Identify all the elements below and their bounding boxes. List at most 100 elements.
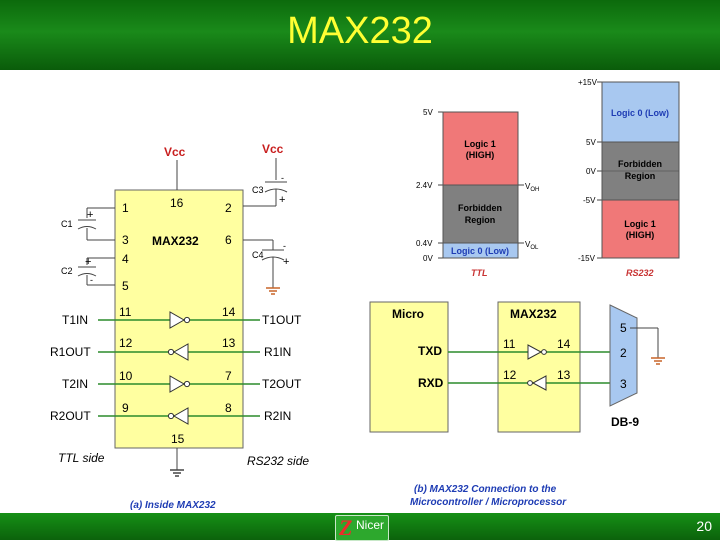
driver-buffer [169, 375, 186, 393]
ttl-forbidden-region [442, 184, 519, 244]
signal-label: T1OUT [262, 313, 302, 327]
pin-number: 13 [222, 336, 236, 350]
receiver-buffer-bubble [527, 380, 533, 386]
rs232-voltage-p5: 5V [586, 138, 596, 147]
logo-text: Nicer [356, 518, 385, 532]
rs232-axis-label: RS232 [626, 268, 654, 278]
max232-box-label: MAX232 [510, 307, 557, 321]
ttl-logic1-region [442, 111, 519, 186]
db9-label: DB-9 [611, 415, 639, 429]
pin-number: 16 [170, 196, 184, 210]
pin-number: 3 [122, 233, 129, 247]
driver-buffer-bubble [183, 316, 191, 324]
vcc-label: Vcc [164, 145, 186, 159]
caption-b: (b) MAX232 Connection to the [414, 484, 557, 495]
signal-label: R2IN [264, 409, 291, 423]
ttl-voltage-0-4v: 0.4V [416, 239, 433, 248]
pin-number: 4 [122, 252, 129, 266]
rxd-label: RXD [418, 376, 444, 390]
txd-label: TXD [418, 344, 442, 358]
pin-number: 14 [222, 305, 236, 319]
voh-label: VOH [525, 182, 539, 193]
c3-label: C3 [252, 185, 264, 195]
rs232-forbidden-text: Forbidden [618, 159, 662, 169]
c1-label: C1 [61, 219, 73, 229]
c4-minus: - [283, 241, 286, 251]
rs232-logic0-text: Logic 0 (Low) [611, 108, 669, 118]
c2-plate-curved [77, 273, 97, 277]
ttl-forbidden-text: Region [465, 215, 496, 225]
signal-label: R1OUT [50, 345, 91, 359]
pin-number: 7 [225, 369, 232, 383]
rs232-logic1-text: Logic 1 [624, 219, 656, 229]
c1-plus: + [87, 209, 93, 221]
pin-number: 11 [119, 305, 132, 319]
rs232-voltage-0: 0V [586, 167, 596, 176]
pin-number: 6 [225, 233, 232, 247]
chip-name: MAX232 [152, 234, 199, 248]
footer-logo: Z Nicer [335, 515, 389, 541]
slide-title: MAX232 [287, 10, 433, 52]
ttl-logic1-text: Logic 1 [464, 139, 496, 149]
ttl-axis-label: TTL [471, 268, 488, 278]
driver-buffer-bubble [541, 349, 547, 355]
pin-number: 12 [119, 336, 133, 350]
rs232-logic1-region [601, 199, 680, 259]
driver-buffer-bubble [183, 380, 191, 388]
ttl-logic0-text: Logic 0 (Low) [451, 246, 509, 256]
receiver-buffer-bubble [167, 348, 175, 356]
ttl-logic0-region [442, 242, 519, 259]
pin-number: 13 [557, 368, 571, 382]
c4-plus: + [283, 256, 289, 268]
ttl-voltage-2-4v: 2.4V [416, 181, 433, 190]
rs232-voltage-p15: +15V [578, 78, 598, 87]
receiver-buffer [172, 407, 189, 425]
ttl-forbidden-text: Forbidden [458, 203, 502, 213]
rs232-levels: +15V 5V 0V -5V -15V Logic 0 (Low) Forbid… [578, 78, 680, 278]
pin-number: 2 [225, 201, 232, 215]
pin-number: 11 [503, 337, 516, 351]
pin-number: 5 [122, 279, 129, 293]
c3-plus: + [279, 194, 285, 206]
caption-a: (a) Inside MAX232 [130, 500, 216, 511]
pin-number: 1 [122, 201, 129, 215]
c2-minus: - [90, 275, 93, 285]
receiver-buffer [531, 375, 547, 391]
signal-label: T2OUT [262, 377, 302, 391]
receiver-buffer-bubble [167, 412, 175, 420]
pin-number: 9 [122, 401, 129, 415]
ttl-voltage-0v: 0V [423, 254, 433, 263]
header-bar [0, 0, 720, 70]
db9-connector [609, 304, 638, 407]
ttl-logic1-text: (HIGH) [466, 150, 495, 160]
ttl-levels: 5V 2.4V 0.4V 0V Logic 1 (HIGH) Forbidden… [416, 108, 539, 278]
ttl-voltage-5v: 5V [423, 108, 433, 117]
c2-label: C2 [61, 266, 73, 276]
pin-number: 12 [503, 368, 517, 382]
logo-z-mark: Z [339, 515, 353, 540]
signal-label: T1IN [62, 313, 88, 327]
c1-plate-curved [77, 226, 97, 230]
signal-label: T2IN [62, 377, 88, 391]
ttl-side-label: TTL side [58, 451, 105, 465]
max232-connection: Micro TXD RXD MAX232 11 14 12 13 5 2 3 D… [369, 301, 665, 508]
db9-pin: 3 [620, 377, 627, 391]
receiver-buffer [172, 343, 189, 361]
signal-label: R2OUT [50, 409, 91, 423]
rs232-logic1-text: (HIGH) [626, 230, 655, 240]
driver-buffer [527, 344, 543, 360]
rs232-forbidden-text: Region [625, 171, 656, 181]
pin-number: 15 [171, 432, 185, 446]
vcc-label: Vcc [262, 142, 284, 156]
inside-max232: Vcc Vcc C3 - + C4 - + C1 + [50, 142, 309, 511]
rs232-voltage-m5: -5V [583, 196, 596, 205]
max232-box [497, 301, 581, 433]
c2-plus: + [85, 256, 91, 268]
vol-label: VOL [525, 240, 539, 251]
db9-pin: 5 [620, 321, 627, 335]
caption-b: Microcontroller / Microprocessor [410, 497, 567, 508]
rs232-side-label: RS232 side [247, 454, 309, 468]
page-number: 20 [696, 518, 712, 534]
pin-number: 14 [557, 337, 571, 351]
